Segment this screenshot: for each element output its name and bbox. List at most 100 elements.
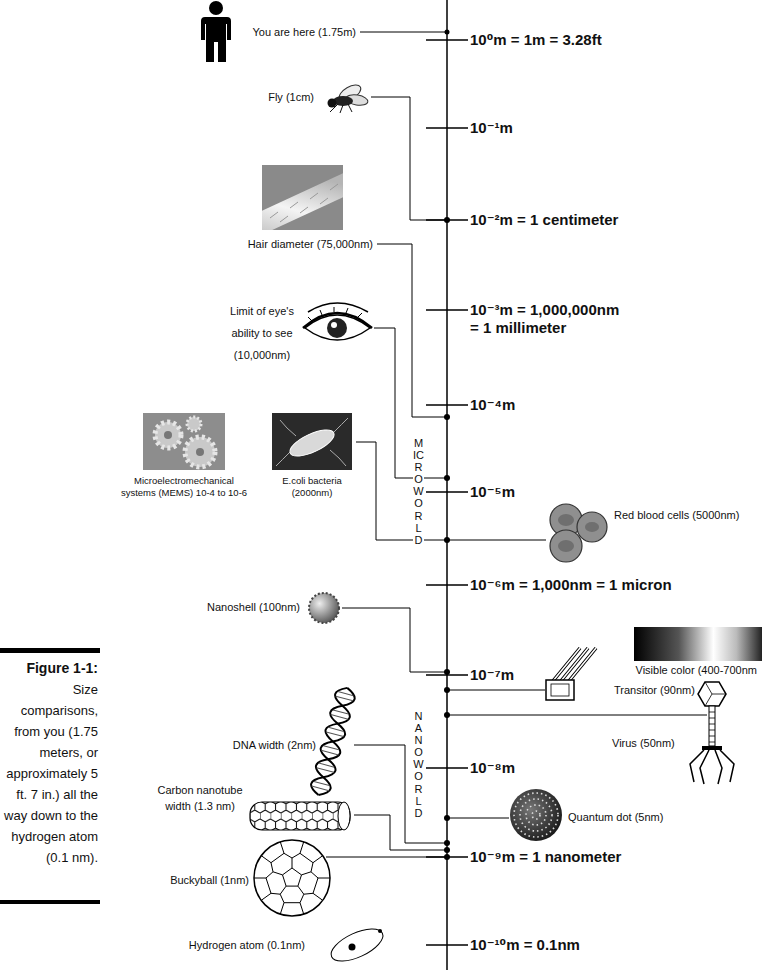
figure-caption: Figure 1-1: Size comparisons, from you (… bbox=[4, 658, 98, 868]
person-icon bbox=[209, 1, 223, 15]
scale-tick bbox=[426, 404, 468, 406]
scale-tick bbox=[426, 944, 468, 946]
virus-icon bbox=[705, 682, 726, 706]
leader-line bbox=[447, 715, 707, 716]
junction-dot bbox=[445, 30, 450, 35]
size-label: Buckyball (1nm) bbox=[170, 874, 249, 887]
transistor-icon bbox=[551, 684, 569, 696]
ecoli-photo bbox=[276, 418, 348, 466]
size-label: Visible color (400-700nm bbox=[636, 664, 757, 677]
leader-line bbox=[356, 442, 447, 540]
junction-dot bbox=[444, 669, 450, 675]
virus-icon bbox=[709, 706, 715, 746]
junction-dot bbox=[444, 815, 450, 821]
virus-icon bbox=[702, 746, 722, 750]
virus-icon bbox=[698, 682, 726, 706]
quantum-dot-icon bbox=[510, 789, 562, 841]
junction-dot bbox=[444, 847, 450, 853]
mems-photo bbox=[155, 422, 181, 448]
region-label: NANOWORLD bbox=[413, 710, 424, 819]
scale-tick bbox=[426, 40, 468, 945]
leader-line bbox=[374, 328, 447, 478]
red-blood-cells-icon bbox=[577, 512, 607, 542]
hydrogen-atom-icon bbox=[349, 944, 356, 951]
eye-icon bbox=[308, 303, 368, 312]
scale-tick bbox=[426, 767, 468, 769]
size-label: Virus (50nm) bbox=[612, 737, 675, 750]
size-label: E.coli bacteria (2000nm) bbox=[267, 475, 357, 499]
scale-label: 10⁻⁸m bbox=[470, 759, 515, 777]
hair-photo bbox=[262, 170, 343, 230]
leader-line bbox=[326, 32, 707, 857]
nanotube-icon bbox=[338, 802, 350, 830]
junction-dot bbox=[444, 475, 450, 481]
scale-axis bbox=[446, 0, 448, 970]
scale-tick bbox=[426, 39, 468, 41]
scale-label: 10⁻⁴m bbox=[470, 396, 515, 414]
transistor-icon bbox=[553, 648, 596, 681]
caption-rule bbox=[0, 648, 100, 904]
dna-helix-icon bbox=[309, 685, 357, 797]
mems-photo bbox=[187, 417, 201, 431]
caption-rule bbox=[0, 900, 100, 904]
red-blood-cells-icon bbox=[550, 504, 607, 562]
size-label: Quantum dot (5nm) bbox=[568, 811, 663, 824]
visible-color-bar bbox=[634, 627, 762, 661]
scale-label: 10⁻¹⁰m = 0.1nm bbox=[470, 936, 580, 954]
scale-label: 10⁻⁷m bbox=[470, 666, 514, 684]
virus-icon bbox=[690, 682, 734, 784]
size-label: Limit of eye's ability to see (10,000nm) bbox=[221, 300, 303, 366]
nanotube-icon bbox=[250, 802, 350, 830]
caption-rule bbox=[0, 648, 100, 653]
junction-dot bbox=[444, 712, 450, 718]
leader-line bbox=[371, 97, 447, 220]
quantum-dot-icon bbox=[514, 793, 558, 837]
red-blood-cells-icon bbox=[585, 522, 599, 532]
transistor-icon bbox=[546, 680, 574, 700]
junction-dot bbox=[444, 414, 450, 420]
size-label: Hair diameter (75,000nm) bbox=[248, 238, 373, 251]
scale-tick bbox=[426, 491, 468, 493]
ecoli-photo bbox=[286, 425, 337, 462]
size-label: You are here (1.75m) bbox=[252, 26, 356, 39]
buckyball-icon bbox=[254, 840, 330, 916]
leader-line bbox=[354, 745, 447, 843]
eye-icon bbox=[308, 307, 362, 321]
mems-photo bbox=[185, 437, 215, 467]
junction-dot bbox=[444, 687, 450, 693]
mems-photo bbox=[143, 413, 225, 470]
hair-photo bbox=[255, 165, 350, 238]
buckyball-icon bbox=[266, 853, 318, 902]
red-blood-cells-icon bbox=[558, 540, 574, 552]
scale-label: 10⁻⁶m = 1,000nm = 1 micron bbox=[470, 576, 672, 594]
transistor-icon bbox=[546, 648, 596, 700]
fly-icon bbox=[328, 82, 369, 113]
size-label: Fly (1cm) bbox=[268, 91, 314, 104]
size-label: Hydrogen atom (0.1nm) bbox=[189, 939, 305, 952]
leader-line bbox=[326, 857, 447, 858]
quantum-dot-icon bbox=[520, 799, 552, 831]
junction-dot bbox=[444, 217, 450, 223]
eye-icon bbox=[331, 322, 337, 328]
hydrogen-atom-icon bbox=[378, 929, 382, 933]
quantum-dot-icon bbox=[526, 805, 546, 825]
person-icon bbox=[201, 1, 231, 62]
buckyball-icon bbox=[254, 840, 330, 916]
dna-helix-icon bbox=[309, 685, 357, 797]
size-label: Nanoshell (100nm) bbox=[207, 601, 300, 614]
red-blood-cells-icon bbox=[558, 514, 574, 526]
leader-line bbox=[360, 32, 447, 33]
buckyball-icon bbox=[266, 853, 318, 902]
scale-label: 10⁻⁵m bbox=[470, 483, 515, 501]
size-label: Carbon nanotube width (1.3 nm) bbox=[152, 782, 248, 814]
ecoli-photo bbox=[272, 413, 352, 470]
size-label: Red blood cells (5000nm) bbox=[614, 509, 739, 522]
transistor-icon bbox=[553, 648, 596, 681]
ecoli-photo bbox=[272, 413, 352, 470]
leader-line bbox=[342, 608, 447, 672]
leader-line bbox=[354, 815, 447, 850]
visible-color-bar bbox=[634, 627, 762, 661]
hydrogen-atom-icon bbox=[327, 922, 388, 967]
person-icon bbox=[201, 17, 231, 62]
hair-photo bbox=[270, 184, 338, 222]
